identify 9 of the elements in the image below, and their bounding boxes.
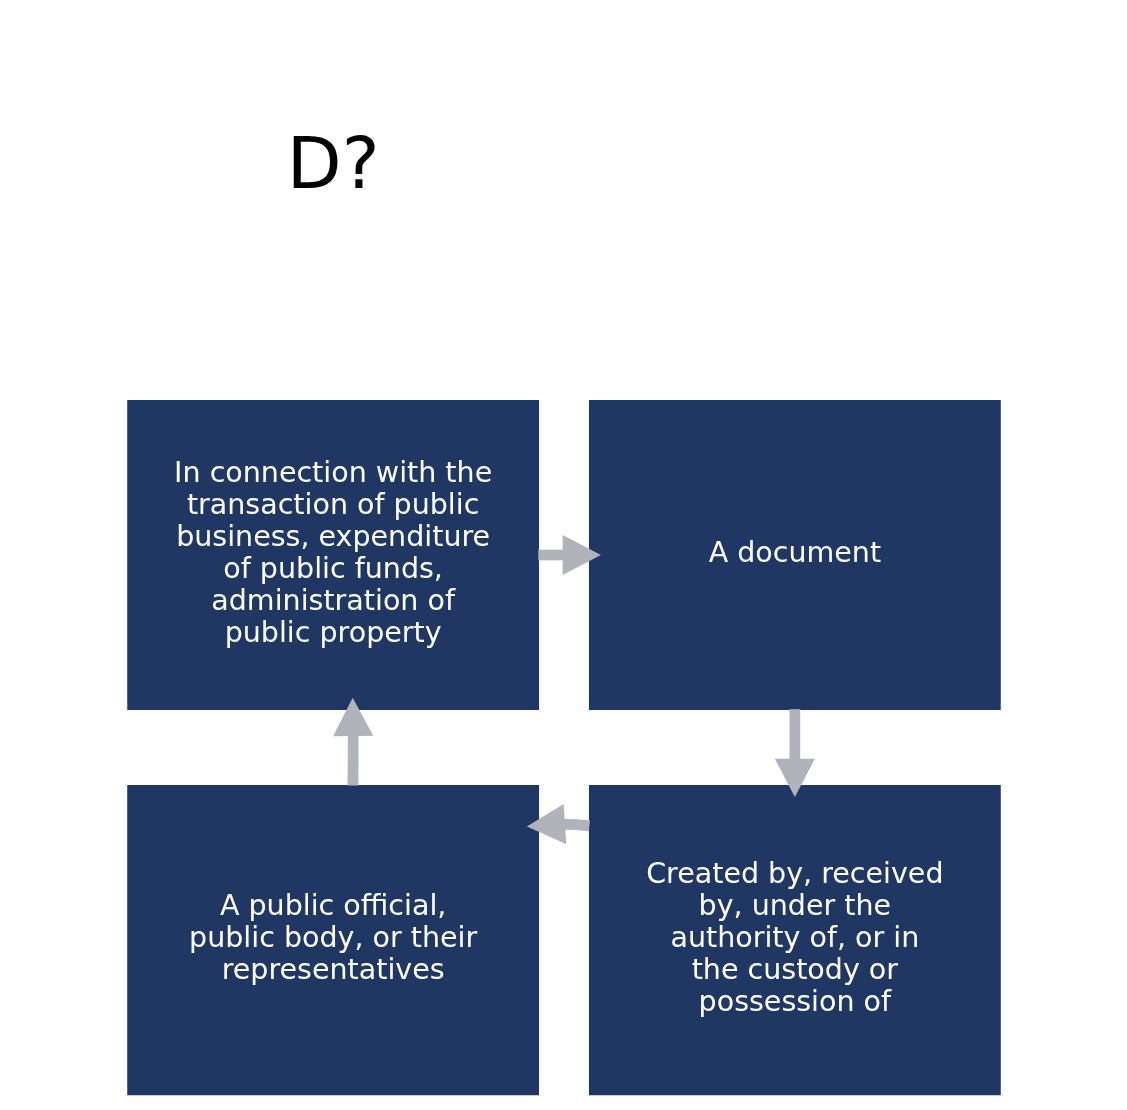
arrow bbox=[332, 697, 373, 786]
arrow bbox=[774, 709, 815, 797]
node-box: A public official, public body, or their representatives bbox=[126, 784, 539, 1096]
node-box: In connection with the transaction of public business, expenditure of public funds, administration of public property bbox=[126, 399, 539, 711]
arrow bbox=[526, 804, 590, 845]
arrow bbox=[537, 534, 601, 576]
node-box: A document bbox=[588, 399, 1001, 711]
node-box: Created by, received by, under the authority of, or in the custody or possession of bbox=[588, 784, 1001, 1096]
label: D? bbox=[286, 121, 380, 205]
